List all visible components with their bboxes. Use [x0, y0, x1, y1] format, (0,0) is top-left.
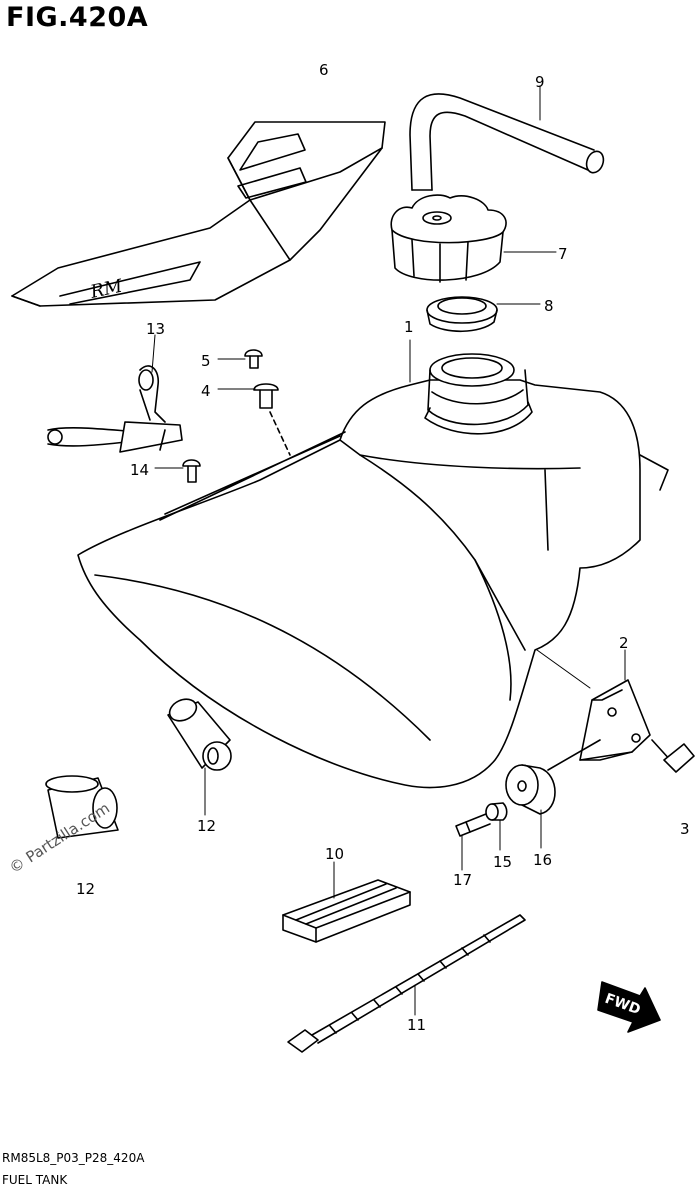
- bushing-4: [253, 383, 291, 456]
- fwd-arrow: FWD: [597, 981, 661, 1033]
- tank-bracket: [47, 365, 183, 453]
- fuel-cap: [390, 194, 507, 283]
- screw-14: [182, 459, 201, 483]
- cap-gasket: [426, 296, 498, 333]
- callout-13: 13: [146, 320, 166, 338]
- footer-diagram-code: RM85L8_P03_P28_420A: [2, 1151, 145, 1165]
- cushion: [505, 739, 601, 815]
- callout-15: 15: [493, 853, 513, 871]
- bolt-17: [455, 813, 491, 837]
- callout-1: 1: [404, 318, 414, 336]
- bolt-3: [651, 739, 695, 773]
- callout-3: 3: [680, 820, 690, 838]
- callout-6: 6: [319, 61, 329, 79]
- footer-diagram-name: FUEL TANK: [2, 1173, 68, 1187]
- cable-tie: [287, 914, 526, 1053]
- callout-4: 4: [201, 382, 211, 400]
- mounting-bracket: [579, 679, 651, 761]
- callout-17: 17: [453, 871, 473, 889]
- callout-2: 2: [619, 634, 629, 652]
- callout-14: 14: [130, 461, 150, 479]
- callout-11: 11: [407, 1016, 427, 1034]
- figure-title: FIG.420A: [6, 2, 149, 33]
- tank-shroud: RM: [11, 121, 386, 307]
- callout-8: 8: [544, 297, 554, 315]
- tube-lower: [45, 775, 119, 839]
- damper-pad: [282, 879, 411, 943]
- callout-10: 10: [325, 845, 345, 863]
- collar: [485, 802, 508, 821]
- callout-7: 7: [558, 245, 568, 263]
- tube-upper: [167, 698, 232, 771]
- fuel-tank: [77, 353, 669, 789]
- callout-5: 5: [201, 352, 211, 370]
- callout-12-lower: 12: [76, 880, 96, 898]
- callout-12-upper: 12: [197, 817, 217, 835]
- breather-hose: [409, 93, 605, 191]
- screw-5: [244, 349, 263, 369]
- callout-9: 9: [535, 73, 545, 91]
- callout-16: 16: [533, 851, 553, 869]
- leader-lines: [151, 85, 626, 1016]
